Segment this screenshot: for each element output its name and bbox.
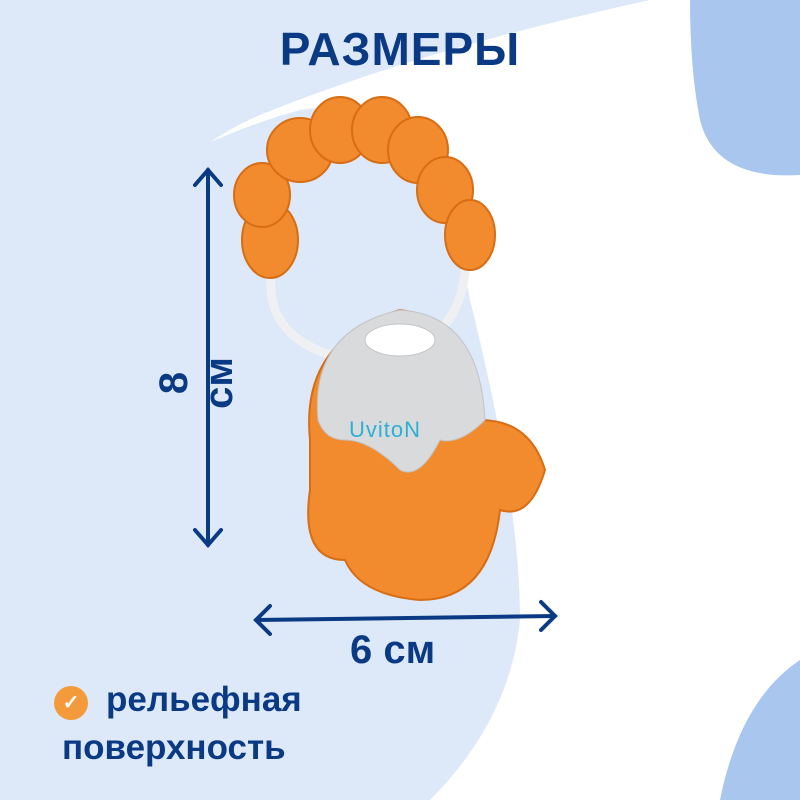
bottom-right-blob bbox=[720, 660, 800, 800]
top-right-blob bbox=[690, 0, 800, 176]
height-arrow bbox=[193, 166, 223, 549]
feature-line-1: рельефная bbox=[106, 680, 302, 719]
check-circle-icon: ✓ bbox=[54, 686, 88, 720]
brand-logo: UvitoN bbox=[349, 417, 421, 442]
feature-item: ✓ рельефная поверхность bbox=[54, 676, 302, 772]
width-label: 6 см bbox=[350, 628, 436, 672]
height-label: 8 см bbox=[152, 357, 241, 409]
feature-line-2: поверхность bbox=[62, 728, 286, 767]
width-arrow bbox=[253, 600, 558, 636]
teether-product-image: UvitoN bbox=[233, 96, 547, 602]
page-title: РАЗМЕРЫ bbox=[279, 23, 521, 75]
